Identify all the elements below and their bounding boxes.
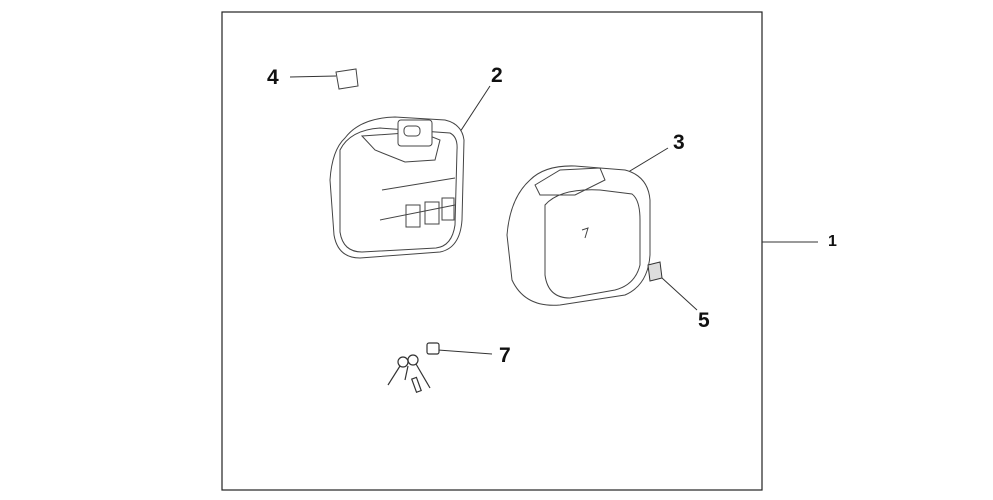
leader-line-5	[661, 277, 698, 311]
callout-4[interactable]: 4	[267, 66, 279, 89]
callout-5[interactable]: 5	[698, 309, 710, 332]
leader-line-2	[457, 85, 491, 136]
part-3-right-case[interactable]	[506, 165, 651, 306]
leader-line-4	[289, 75, 337, 78]
callout-1[interactable]: 1	[828, 233, 837, 250]
part-5-lock-cover[interactable]	[647, 261, 663, 282]
assembly-frame	[221, 11, 763, 491]
part-4-emblem[interactable]	[335, 68, 359, 90]
part-2-left-case[interactable]	[329, 116, 465, 259]
part-7-key-set[interactable]	[387, 342, 440, 394]
callout-7[interactable]: 7	[499, 344, 511, 367]
callout-2[interactable]: 2	[491, 64, 503, 87]
leader-line-7	[437, 349, 493, 355]
callout-3[interactable]: 3	[673, 131, 685, 154]
